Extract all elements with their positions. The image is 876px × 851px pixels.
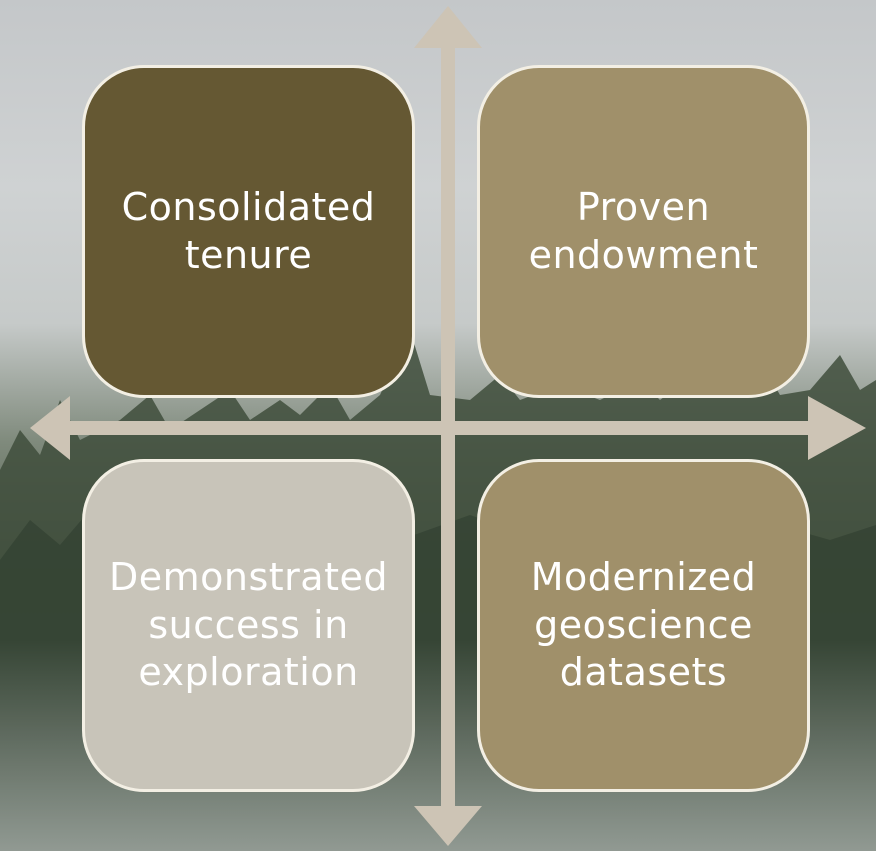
horizontal-double-arrow: [30, 396, 866, 460]
arrow-down-head: [414, 806, 482, 846]
arrow-left-head: [30, 396, 70, 460]
horizontal-arrow-shaft: [62, 421, 814, 435]
quadrant-bottom-left: Demonstrated success in exploration: [82, 459, 415, 792]
quadrant-label: Demonstrated success in exploration: [109, 555, 388, 695]
arrow-right-head: [808, 396, 866, 460]
quadrant-top-right: Proven endowment: [477, 65, 810, 398]
quadrant-label: Modernized geoscience datasets: [530, 555, 757, 695]
arrow-up-head: [414, 6, 482, 48]
quadrant-top-left: Consolidated tenure: [82, 65, 415, 398]
quadrant-label: Proven endowment: [528, 185, 759, 277]
quadrant-bottom-right: Modernized geoscience datasets: [477, 459, 810, 792]
quadrant-label: Consolidated tenure: [121, 185, 376, 277]
